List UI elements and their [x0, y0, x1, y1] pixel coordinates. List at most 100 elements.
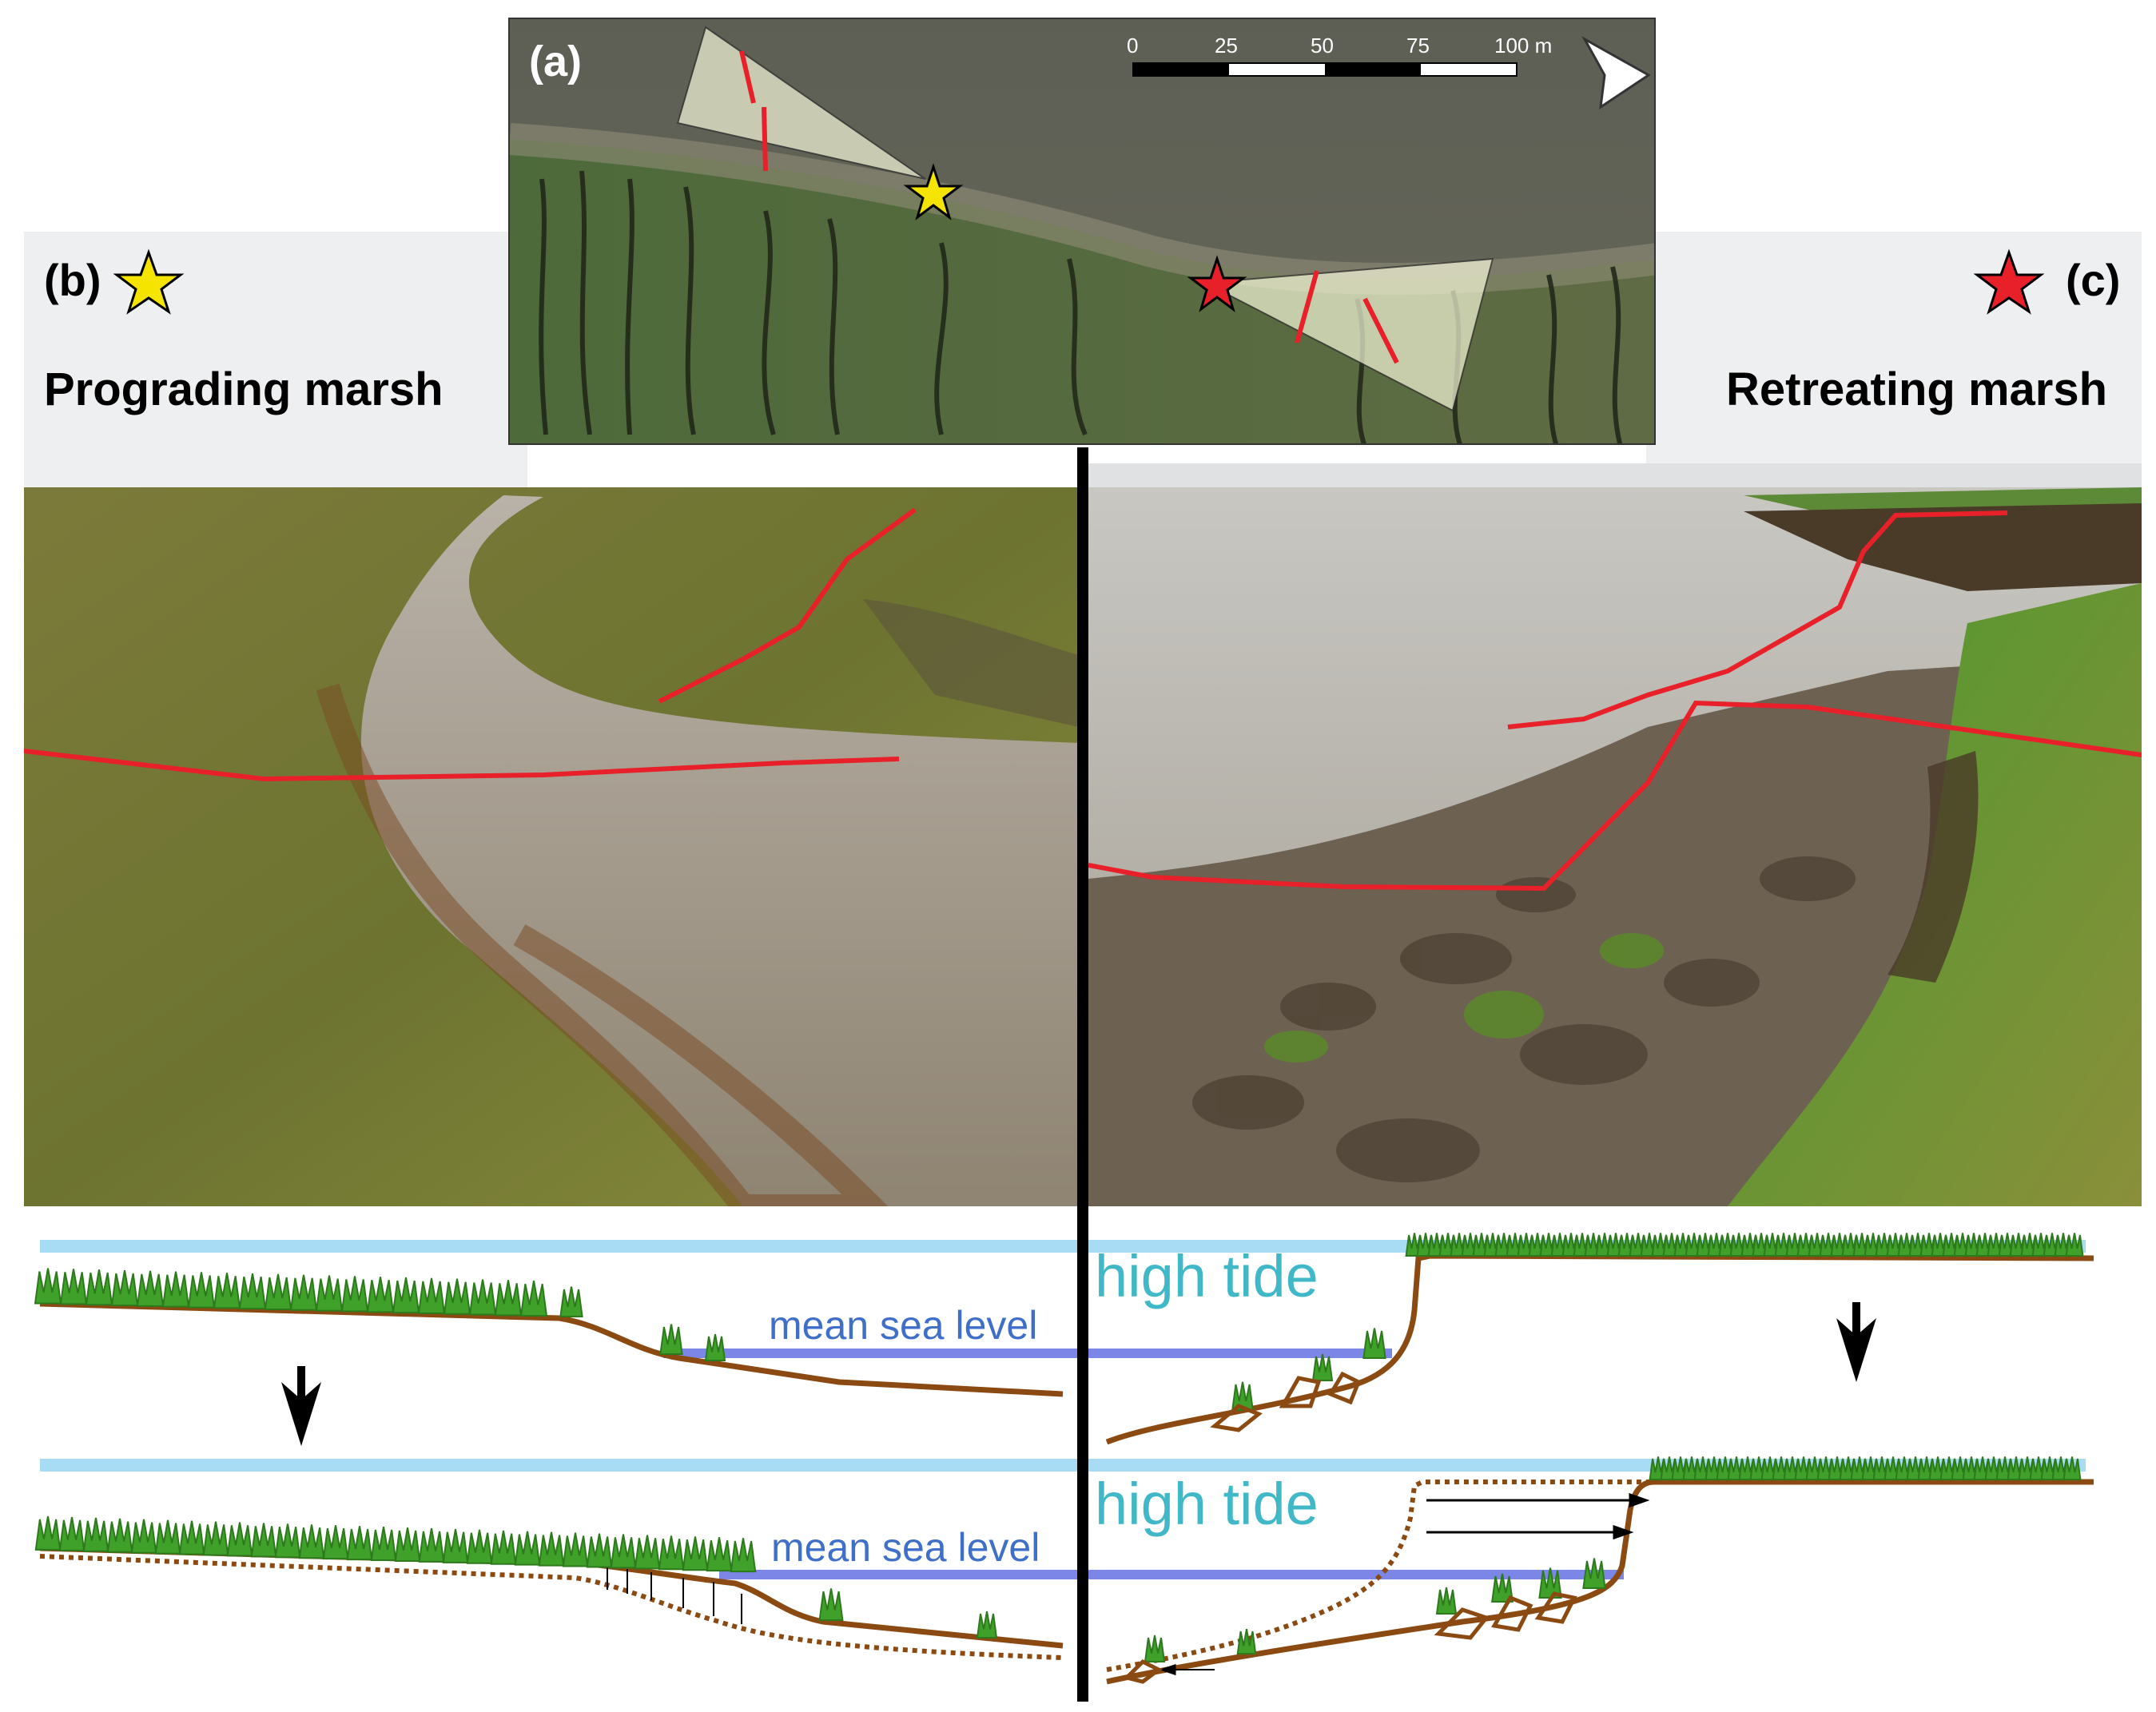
grass-tuft	[187, 1272, 216, 1309]
grass-tuft	[1311, 1353, 1334, 1381]
grass-tuft	[659, 1324, 683, 1355]
grass-tuft	[154, 1519, 181, 1555]
grass-tuft	[213, 1273, 241, 1309]
grass-tuft	[289, 1274, 318, 1311]
header-bg-right	[1646, 232, 2142, 487]
grass-tuft	[202, 1521, 229, 1556]
prograding-marsh-title: Prograding marsh	[44, 363, 444, 415]
scale-tick-75: 75	[1406, 34, 1430, 58]
header-bg-left	[24, 232, 527, 487]
grass-tuft	[818, 1588, 844, 1621]
yellow-star-icon	[903, 163, 964, 220]
grass-tuft	[238, 1273, 267, 1310]
grass-tuft	[298, 1524, 325, 1559]
grass-tuft	[730, 1538, 757, 1573]
scale-tick-50: 50	[1311, 34, 1334, 58]
grass-tuft	[466, 1529, 493, 1564]
grass-tuft	[443, 1278, 471, 1315]
grass-tuft	[658, 1535, 685, 1571]
grass-tuft	[392, 1277, 420, 1314]
grass-tuft	[274, 1523, 301, 1559]
down-arrow-icon	[281, 1366, 321, 1446]
msl-line-left-bottom	[719, 1570, 1079, 1579]
grass-tuft	[34, 1268, 62, 1305]
aerial-map-panel: (a) 0 25 50 75 100 m	[508, 18, 1656, 445]
msl-line-left-top	[663, 1349, 1079, 1358]
grass-tuft	[82, 1517, 109, 1552]
grass-tuft	[1582, 1558, 1606, 1589]
photo-prograding-marsh	[24, 487, 1079, 1206]
grass-tuft	[490, 1530, 517, 1565]
red-star-icon	[1187, 255, 1247, 312]
grass-tuft	[315, 1275, 344, 1312]
grass-tuft	[58, 1516, 86, 1551]
grass-tuft	[322, 1525, 349, 1560]
grass-tuft	[1435, 1587, 1458, 1615]
grass-tuft	[250, 1523, 277, 1558]
msl-line-right-top	[1088, 1349, 1392, 1358]
grass-tuft	[136, 1270, 165, 1307]
grass-tuft	[2065, 1233, 2084, 1257]
scale-bar	[1132, 62, 1518, 77]
grass-tuft	[178, 1520, 205, 1555]
mean-sea-level-label-top: mean sea level	[769, 1303, 1038, 1348]
grass-tuft	[226, 1522, 253, 1557]
scale-tick-100: 100 m	[1494, 34, 1553, 58]
grass-tuft	[494, 1280, 523, 1317]
grass-tuft	[706, 1537, 733, 1572]
high-tide-label-top: high tide	[1095, 1243, 1319, 1309]
central-divider	[1077, 447, 1088, 1702]
grass-tuft	[394, 1527, 421, 1562]
grass-tuft	[346, 1526, 373, 1561]
prograding-profile-top	[39, 1301, 1064, 1397]
panel-c-label: (c)	[2066, 255, 2121, 305]
grass-tuft	[634, 1535, 661, 1570]
panel-a-label: (a)	[529, 38, 582, 85]
photo-retreating-marsh	[1088, 463, 2142, 1206]
grass-tuft	[519, 1281, 548, 1317]
grass-tuft	[366, 1277, 395, 1313]
down-arrow-icon	[1836, 1302, 1876, 1382]
north-arrow-icon	[1581, 36, 1651, 110]
grass-tuft	[85, 1269, 113, 1306]
grass-tuft	[704, 1333, 726, 1361]
mean-sea-level-label-bottom: mean sea level	[771, 1525, 1040, 1570]
previous-profile-dotted	[39, 1554, 1064, 1660]
grass-tuft	[538, 1531, 565, 1567]
scale-tick-25: 25	[1215, 34, 1238, 58]
grass-tuft	[610, 1534, 637, 1569]
grass-tuft	[2063, 1456, 2082, 1480]
grass-tuft	[442, 1528, 469, 1563]
grass-tuft	[976, 1611, 998, 1639]
grass-tuft	[340, 1276, 369, 1313]
grass-tuft	[1362, 1328, 1386, 1359]
grass-tuft	[59, 1269, 88, 1305]
retreating-marsh-title: Retreating marsh	[1726, 363, 2108, 415]
grass-tuft	[264, 1273, 292, 1310]
grass-tuft	[514, 1531, 541, 1566]
retreated-profile-dotted	[1106, 1480, 1654, 1672]
grass-tuft	[562, 1532, 589, 1567]
prograding-profile-bottom	[39, 1545, 1064, 1649]
grass-tuft	[418, 1527, 445, 1563]
grass-tuft	[110, 1269, 139, 1307]
scale-tick-0: 0	[1127, 34, 1139, 58]
grass-tuft	[161, 1271, 190, 1308]
grass-tuft	[34, 1515, 62, 1551]
grass-tuft	[417, 1277, 446, 1314]
grass-tuft	[586, 1533, 613, 1568]
grass-tuft	[370, 1527, 397, 1561]
retreating-profile-top	[1105, 1253, 2094, 1445]
grass-tuft	[559, 1286, 583, 1317]
panel-b-label: (b)	[44, 255, 101, 305]
high-tide-label-bottom: high tide	[1095, 1471, 1319, 1537]
grass-tuft	[106, 1518, 133, 1553]
grass-tuft	[1236, 1629, 1257, 1654]
grass-tuft	[1231, 1381, 1254, 1411]
grass-tuft	[130, 1519, 157, 1554]
grass-tuft	[1144, 1635, 1166, 1662]
grass-tuft	[468, 1279, 497, 1316]
high-tide-line-bottom	[40, 1459, 2086, 1472]
msl-line-right-bottom	[1088, 1570, 1624, 1579]
